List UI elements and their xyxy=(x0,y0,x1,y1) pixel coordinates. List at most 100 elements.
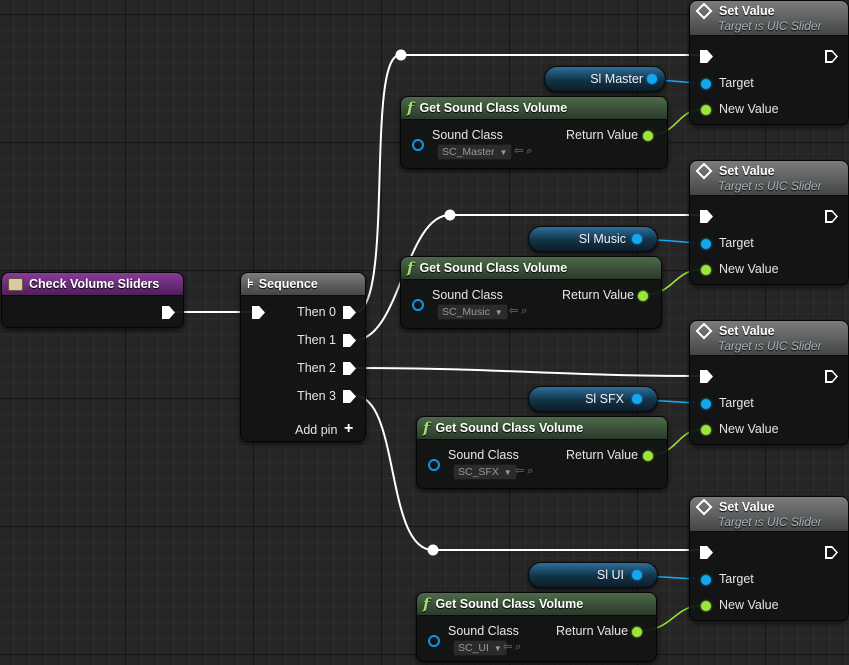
return-value-pin[interactable] xyxy=(632,627,642,637)
event-icon xyxy=(8,277,23,291)
set-value-new-value-pin[interactable] xyxy=(701,425,711,435)
function-f-icon: f xyxy=(423,595,430,613)
sequence-node[interactable]: ⊧ Sequence Then 0 Then 1 Then 2 Then 3 A… xyxy=(240,272,366,442)
search-icon[interactable]: ⌕ xyxy=(515,641,522,653)
exec-wire-then0 xyxy=(354,54,701,313)
asset-tools: ⇦ ⌕ xyxy=(514,144,532,158)
add-pin-label: Add pin xyxy=(295,423,338,437)
variable-node-sl-ui[interactable]: Sl UI xyxy=(528,562,658,588)
event-node-check-volume-sliders[interactable]: Check Volume Sliders xyxy=(1,272,184,328)
set-value-new-value-label: New Value xyxy=(719,102,779,116)
set-value-target-label: Target xyxy=(719,572,754,586)
arrow-left-icon[interactable]: ⇦ xyxy=(509,305,519,317)
sequence-then2-label: Then 2 xyxy=(297,361,336,375)
asset-tools: ⇦ ⌕ xyxy=(515,464,533,478)
set-value-new-value-label: New Value xyxy=(719,262,779,276)
return-value-label: Return Value xyxy=(562,288,635,302)
search-icon[interactable]: ⌕ xyxy=(521,305,528,317)
sound-class-dropdown[interactable]: SC_Music ▼ xyxy=(437,304,508,320)
variable-label: Sl Music xyxy=(578,232,626,246)
set-value-target-pin[interactable] xyxy=(701,575,711,585)
chevron-down-icon: ▼ xyxy=(493,644,502,653)
set-value-exec-out-pin[interactable] xyxy=(825,370,838,383)
return-value-pin[interactable] xyxy=(643,451,653,461)
function-f-icon: f xyxy=(407,259,414,277)
arrow-left-icon[interactable]: ⇦ xyxy=(515,465,525,477)
return-value-pin[interactable] xyxy=(643,131,653,141)
set-value-new-value-pin[interactable] xyxy=(701,265,711,275)
get-sound-class-volume-node[interactable]: f Get Sound Class Volume Sound Class SC_… xyxy=(416,416,668,489)
set-value-exec-out-pin[interactable] xyxy=(825,210,838,223)
sound-class-dropdown[interactable]: SC_Master ▼ xyxy=(437,144,513,160)
set-value-new-value-label: New Value xyxy=(719,598,779,612)
variable-label: Sl Master xyxy=(590,72,643,86)
sound-class-dropdown[interactable]: SC_SFX ▼ xyxy=(453,464,517,480)
set-value-subtitle: Target is UIC Slider xyxy=(718,514,822,529)
sequence-then1-label: Then 1 xyxy=(297,333,336,347)
diamond-icon xyxy=(695,322,713,339)
chevron-down-icon: ▼ xyxy=(494,308,503,317)
variable-out-pin[interactable] xyxy=(647,74,657,84)
function-node-title: Get Sound Class Volume xyxy=(419,261,568,275)
set-value-exec-out-pin[interactable] xyxy=(825,50,838,63)
variable-out-pin[interactable] xyxy=(632,394,642,404)
set-value-exec-in-pin[interactable] xyxy=(700,50,713,63)
add-pin-button[interactable]: Add pin + xyxy=(295,420,365,441)
chevron-down-icon: ▼ xyxy=(503,468,512,477)
arrow-left-icon[interactable]: ⇦ xyxy=(514,145,524,157)
function-node-title: Get Sound Class Volume xyxy=(435,421,584,435)
sequence-then0-pin[interactable] xyxy=(343,306,356,319)
function-f-icon: f xyxy=(423,419,430,437)
set-value-target-pin[interactable] xyxy=(701,399,711,409)
sound-class-pin[interactable] xyxy=(412,299,424,311)
variable-out-pin[interactable] xyxy=(632,234,642,244)
sequence-then3-pin[interactable] xyxy=(343,390,356,403)
diamond-icon xyxy=(695,498,713,515)
sequence-then3-label: Then 3 xyxy=(297,389,336,403)
get-sound-class-volume-node[interactable]: f Get Sound Class Volume Sound Class SC_… xyxy=(400,96,668,169)
exec-wire-then2 xyxy=(354,367,701,377)
set-value-target-label: Target xyxy=(719,76,754,90)
set-value-exec-in-pin[interactable] xyxy=(700,546,713,559)
sound-class-pin[interactable] xyxy=(428,459,440,471)
event-node-header: Check Volume Sliders xyxy=(2,273,183,296)
set-value-target-pin[interactable] xyxy=(701,79,711,89)
sequence-node-title: Sequence xyxy=(258,277,318,291)
variable-node-sl-master[interactable]: Sl Master xyxy=(544,66,666,92)
set-value-node[interactable]: Set Value Target is UIC Slider Target Ne… xyxy=(689,160,849,285)
arrow-left-icon[interactable]: ⇦ xyxy=(503,641,513,653)
function-f-icon: f xyxy=(407,99,414,117)
sound-class-dropdown[interactable]: SC_UI ▼ xyxy=(453,640,507,656)
get-sound-class-volume-node[interactable]: f Get Sound Class Volume Sound Class SC_… xyxy=(416,592,657,662)
set-value-new-value-pin[interactable] xyxy=(701,105,711,115)
sound-class-value: SC_Music xyxy=(442,306,490,318)
sequence-then2-pin[interactable] xyxy=(343,362,356,375)
set-value-target-pin[interactable] xyxy=(701,239,711,249)
asset-tools: ⇦ ⌕ xyxy=(503,640,521,654)
variable-node-sl-sfx[interactable]: Sl SFX xyxy=(528,386,658,412)
sequence-exec-in-pin[interactable] xyxy=(252,306,265,319)
set-value-node[interactable]: Set Value Target is UIC Slider Target Ne… xyxy=(689,320,849,445)
set-value-new-value-pin[interactable] xyxy=(701,601,711,611)
get-sound-class-volume-node[interactable]: f Get Sound Class Volume Sound Class SC_… xyxy=(400,256,662,329)
search-icon[interactable]: ⌕ xyxy=(526,145,533,157)
chevron-down-icon: ▼ xyxy=(499,148,508,157)
sequence-then1-pin[interactable] xyxy=(343,334,356,347)
sound-class-value: SC_Master xyxy=(442,146,495,158)
function-node-header: f Get Sound Class Volume xyxy=(401,257,661,280)
event-node-title: Check Volume Sliders xyxy=(29,277,160,291)
event-exec-out-pin[interactable] xyxy=(162,306,175,319)
set-value-exec-in-pin[interactable] xyxy=(700,370,713,383)
sound-class-pin[interactable] xyxy=(428,635,440,647)
return-value-pin[interactable] xyxy=(638,291,648,301)
function-node-title: Get Sound Class Volume xyxy=(419,101,568,115)
set-value-node[interactable]: Set Value Target is UIC Slider Target Ne… xyxy=(689,496,849,621)
sound-class-pin[interactable] xyxy=(412,139,424,151)
variable-node-sl-music[interactable]: Sl Music xyxy=(528,226,658,252)
set-value-exec-out-pin[interactable] xyxy=(825,546,838,559)
search-icon[interactable]: ⌕ xyxy=(527,465,534,477)
sound-class-label: Sound Class xyxy=(432,288,503,302)
set-value-node[interactable]: Set Value Target is UIC Slider Target Ne… xyxy=(689,0,849,125)
set-value-exec-in-pin[interactable] xyxy=(700,210,713,223)
variable-out-pin[interactable] xyxy=(632,570,642,580)
